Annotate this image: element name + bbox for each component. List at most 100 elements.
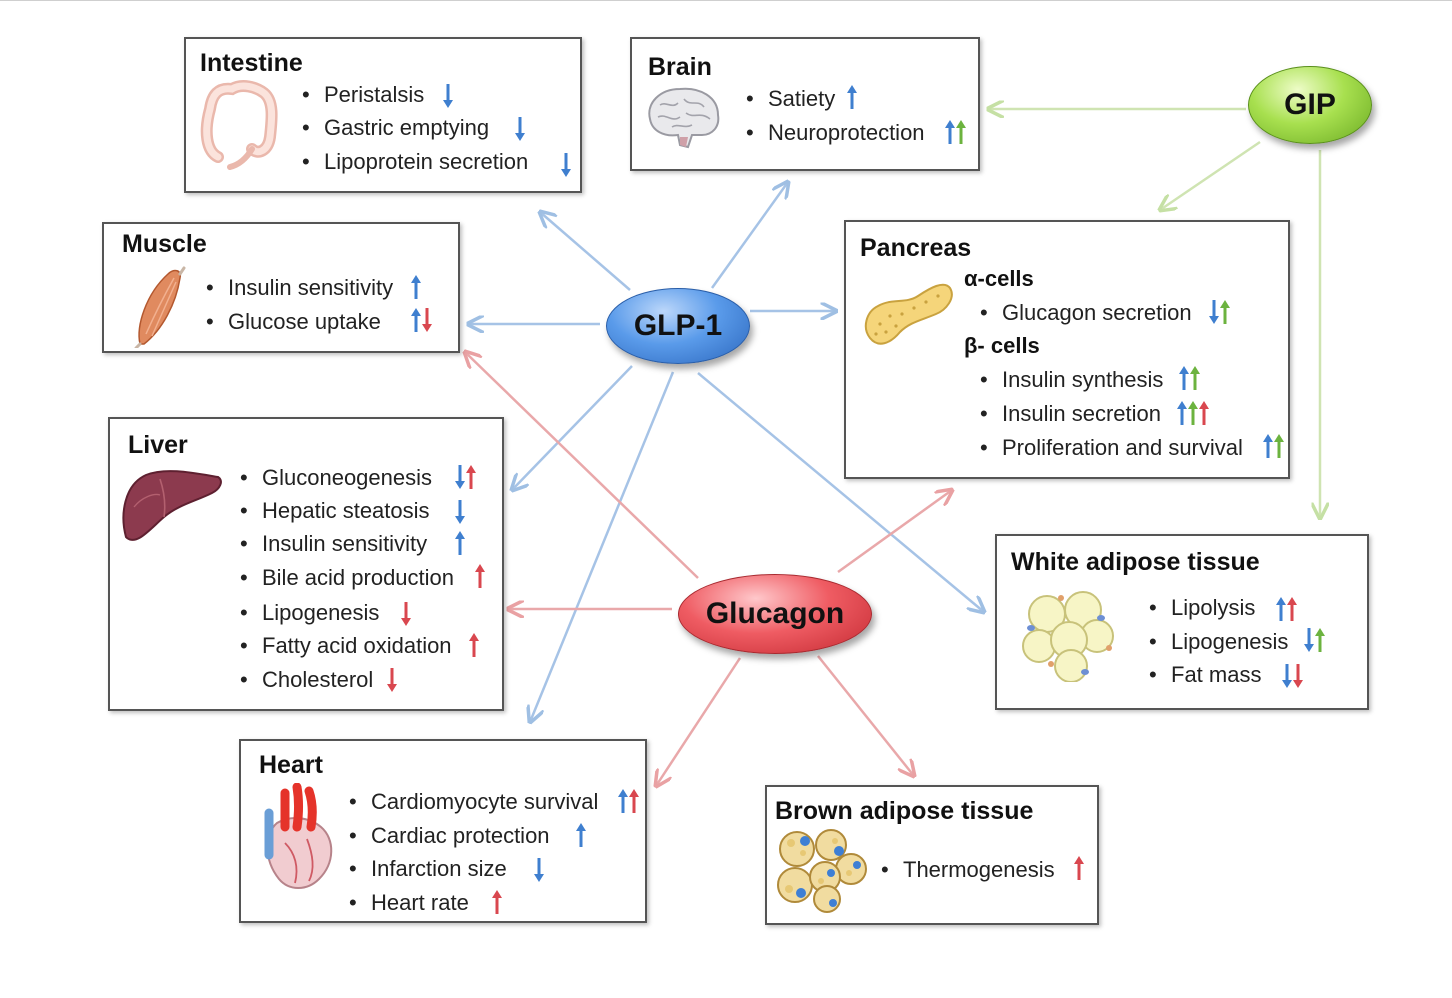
down-arrow-icon	[422, 308, 432, 332]
muscle-icon	[134, 266, 186, 348]
down-arrow-icon	[455, 500, 465, 524]
pancreas-beta-item: Proliferation and survival	[980, 435, 1243, 461]
liver-item: Gluconeogenesis	[240, 465, 432, 491]
down-arrow-icon	[534, 858, 544, 882]
arrow-icon	[618, 789, 639, 813]
brain-item: Satiety	[746, 86, 835, 112]
muscle-box: Muscle Insulin sensitivity Glucose uptak…	[102, 222, 460, 353]
down-arrow-icon	[1282, 664, 1292, 688]
arrow-icon	[1304, 628, 1325, 652]
up-arrow-icon	[469, 633, 479, 657]
arrow-icon	[576, 823, 586, 847]
down-arrow-icon	[561, 153, 571, 177]
wat-item: Fat mass	[1149, 662, 1262, 688]
brain-icon	[648, 87, 720, 149]
pancreas-icon	[864, 283, 953, 345]
arrow-glucagon-muscle	[465, 352, 699, 579]
liver-item: Lipogenesis	[240, 600, 380, 626]
arrow-icon	[387, 668, 397, 692]
pancreas-beta-label: β- cells	[964, 333, 1040, 358]
pancreas-box: Pancreas α-cells Glucagon secretion β- c…	[844, 220, 1290, 479]
down-arrow-icon	[1293, 664, 1303, 688]
up-arrow-icon	[492, 890, 502, 914]
liver-title: Liver	[128, 431, 188, 459]
up-arrow-icon	[1274, 434, 1284, 458]
up-arrow-icon	[847, 85, 857, 109]
glucagon-node: Glucagon	[678, 574, 872, 654]
liver-item: Bile acid production	[240, 565, 454, 591]
down-arrow-icon	[401, 602, 411, 626]
gip-label: GIP	[1284, 88, 1336, 121]
muscle-title: Muscle	[122, 230, 207, 258]
arrow-icon	[515, 117, 525, 141]
intestine-icon	[200, 80, 278, 170]
liver-item: Cholesterol	[240, 667, 373, 693]
heart-item: Cardiac protection	[349, 823, 549, 849]
arrow-icon	[534, 858, 544, 882]
glp1-node: GLP-1	[606, 288, 750, 364]
muscle-item: Glucose uptake	[206, 309, 381, 335]
brown-adipocytes-icon	[777, 829, 867, 913]
down-arrow-icon	[443, 84, 453, 108]
up-arrow-icon	[1263, 434, 1273, 458]
glucagon-label: Glucagon	[705, 597, 845, 630]
liver-item: Fatty acid oxidation	[240, 633, 451, 659]
down-arrow-icon	[1304, 628, 1314, 652]
arrow-icon	[1074, 856, 1084, 880]
up-arrow-icon	[1199, 401, 1209, 425]
arrow-icon	[847, 85, 857, 109]
heart-title: Heart	[259, 751, 323, 779]
up-arrow-icon	[1190, 366, 1200, 390]
wat-box: White adipose tissue Lipolysis Lipogenes…	[995, 534, 1369, 710]
arrow-glp1-liver	[512, 365, 633, 490]
bat-title: Brown adipose tissue	[775, 797, 1034, 825]
arrow-icon	[411, 275, 421, 299]
arrow-icon	[1282, 664, 1303, 688]
intestine-item: Lipoprotein secretion	[302, 149, 528, 175]
heart-item: Heart rate	[349, 890, 469, 916]
up-arrow-icon	[466, 465, 476, 489]
up-arrow-icon	[618, 789, 628, 813]
intestine-item: Gastric emptying	[302, 115, 489, 141]
arrow-icon	[1276, 597, 1297, 621]
heart-item: Cardiomyocyte survival	[349, 789, 598, 815]
arrow-glp1-intestine	[540, 212, 631, 291]
up-arrow-icon	[1074, 856, 1084, 880]
up-arrow-icon	[1276, 597, 1286, 621]
pancreas-alpha-label: α-cells	[964, 266, 1034, 291]
wat-title: White adipose tissue	[1011, 548, 1260, 576]
up-arrow-icon	[411, 275, 421, 299]
up-arrow-icon	[1287, 597, 1297, 621]
up-arrow-icon	[1220, 300, 1230, 324]
pancreas-title: Pancreas	[860, 234, 972, 262]
pancreas-beta-item: Insulin synthesis	[980, 367, 1163, 393]
arrow-icon	[1179, 366, 1200, 390]
glp1-label: GLP-1	[633, 309, 723, 342]
bat-box: Brown adipose tissue Thermogenesis	[765, 785, 1099, 925]
brain-item: Neuroprotection	[746, 120, 924, 146]
arrow-icon	[469, 633, 479, 657]
arrow-icon	[455, 465, 476, 489]
arrow-icon	[1177, 401, 1209, 425]
arrow-icon	[945, 120, 966, 144]
brain-box: Brain Satiety Neuroprotection	[630, 37, 980, 171]
arrow-glp1-heart	[530, 371, 675, 722]
white-adipocytes-icon	[1022, 591, 1114, 682]
bat-item: Thermogenesis	[881, 857, 1055, 883]
liver-item: Insulin sensitivity	[240, 531, 427, 557]
heart-icon	[264, 783, 333, 889]
muscle-item: Insulin sensitivity	[206, 275, 393, 301]
up-arrow-icon	[475, 564, 485, 588]
arrow-glucagon-bat	[817, 655, 914, 776]
arrow-glp1-wat	[697, 372, 984, 612]
arrow-glucagon-pancreas	[837, 490, 952, 574]
brain-title: Brain	[648, 53, 712, 81]
up-arrow-icon	[576, 823, 586, 847]
up-arrow-icon	[411, 308, 421, 332]
down-arrow-icon	[455, 465, 465, 489]
up-arrow-icon	[1315, 628, 1325, 652]
up-arrow-icon	[945, 120, 955, 144]
liver-item: Hepatic steatosis	[240, 498, 429, 524]
arrow-icon	[1263, 434, 1284, 458]
down-arrow-icon	[1209, 300, 1219, 324]
